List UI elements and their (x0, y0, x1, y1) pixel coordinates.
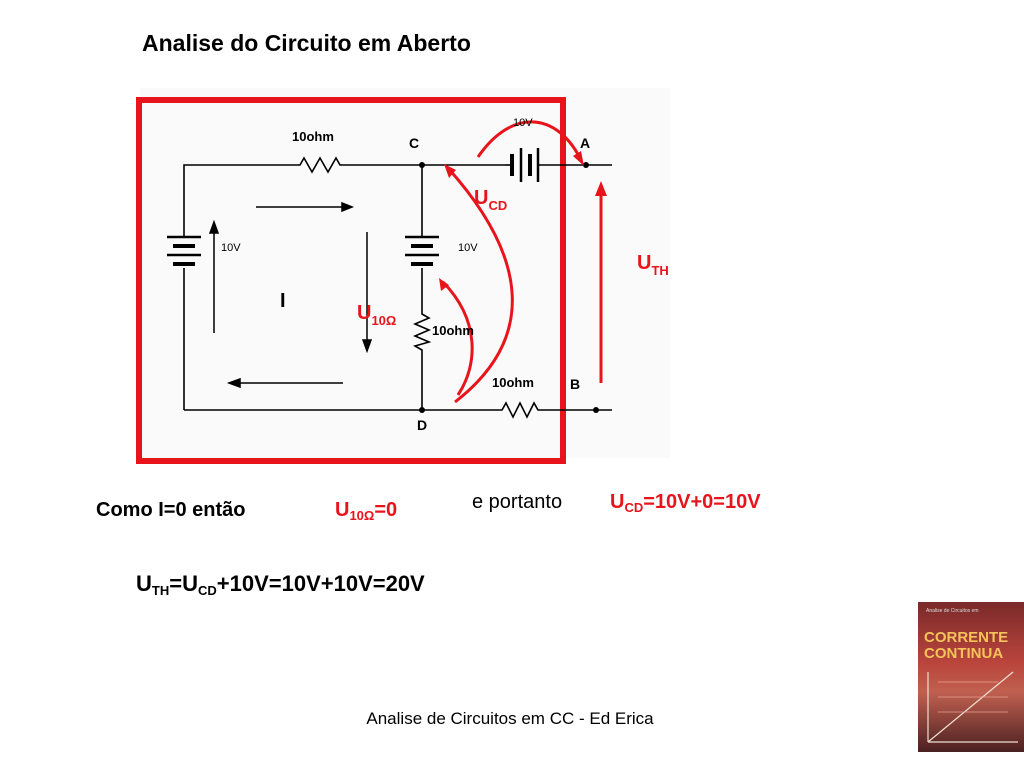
uth-label: UTH (637, 252, 669, 278)
ucd-label: UCD (474, 187, 507, 213)
book-cover-art (927, 671, 1018, 743)
resistor-bottom-label: 10ohm (492, 375, 534, 390)
equation-line2-prefix: e portanto (472, 491, 563, 513)
book-cover-header: Analise de Circuitos em (926, 608, 979, 614)
slide-title: Analise do Circuito em Aberto (142, 30, 471, 56)
node-a-dot (583, 162, 589, 168)
battery-mid (405, 235, 439, 266)
node-b-dot (593, 407, 599, 413)
resistor-mid-label: 10ohm (432, 323, 474, 338)
arrow-ucd-voltage (446, 167, 514, 404)
slide-footer: Analise de Circuitos em CC - Ed Erica (366, 709, 654, 728)
node-c-label: C (409, 135, 419, 151)
battery-top-label: 10V (513, 117, 533, 129)
u10-label: U10Ω (357, 302, 396, 328)
battery-left-label: 10V (221, 242, 241, 254)
resistor-top-zigzag (292, 156, 345, 174)
highlight-frame (136, 97, 566, 464)
arrowhead-top (573, 151, 584, 166)
arrow-battery-top-voltage (476, 120, 582, 159)
battery-top (505, 148, 540, 182)
node-a-label: A (580, 135, 590, 151)
equation-uth-result: UTH=UCD+10V=10V+10V=20V (136, 571, 425, 598)
node-c-dot (419, 162, 425, 168)
equation-line1-prefix: Como I=0 então (96, 499, 246, 521)
wires (183, 156, 612, 419)
equation-ucd-result: UCD=10V+0=10V (610, 491, 761, 515)
battery-left (167, 235, 201, 266)
node-d-label: D (417, 417, 427, 433)
arrow-u10-voltage (441, 280, 474, 396)
battery-mid-label: 10V (458, 242, 478, 254)
arrowhead-ucd (444, 164, 456, 178)
arrowhead-uth (595, 181, 607, 196)
equation-u10-zero: U10Ω=0 (335, 499, 398, 523)
current-label: I (280, 290, 286, 312)
node-d-dot (419, 407, 425, 413)
arrowhead-u10 (439, 278, 449, 291)
circuit-image-bg (140, 88, 670, 458)
node-b-label: B (570, 376, 580, 392)
resistor-top-label: 10ohm (292, 129, 334, 144)
resistor-mid-zigzag (412, 308, 432, 356)
resistor-bottom-zigzag (497, 401, 542, 419)
